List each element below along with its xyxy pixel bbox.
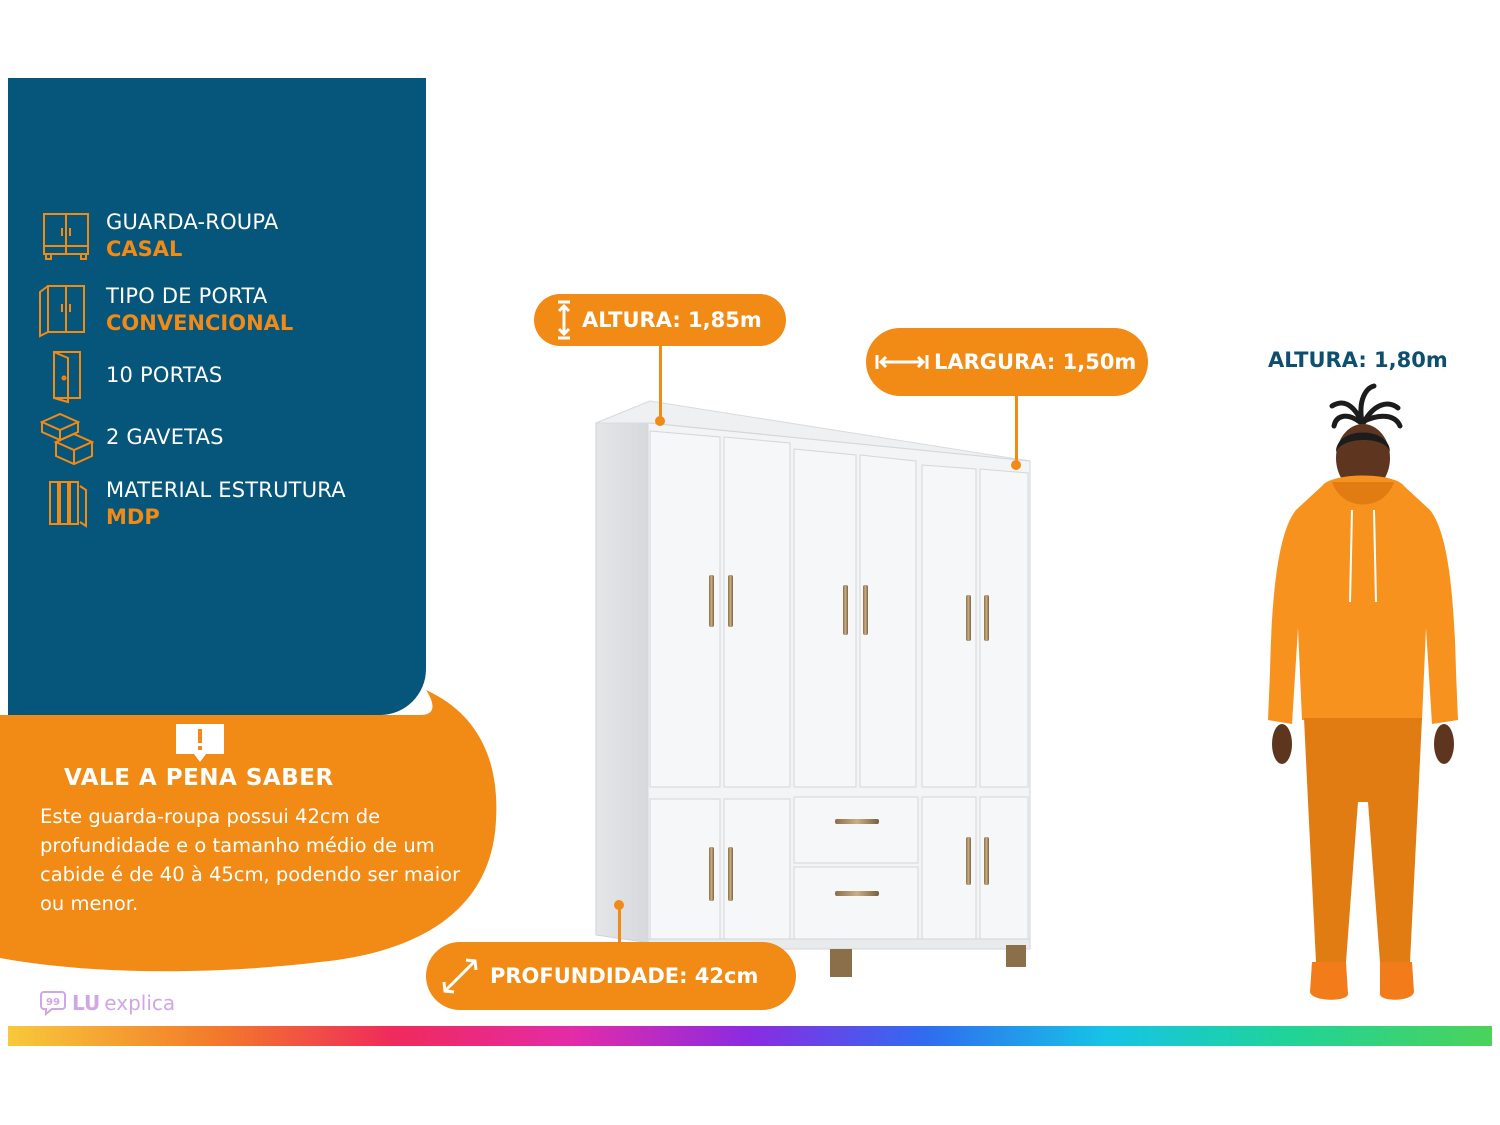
panel-material-icon — [49, 481, 87, 528]
person-height-label: ALTURA: 1,80m — [1268, 348, 1448, 372]
horizontal-arrow-icon — [875, 355, 929, 369]
wardrobe-illustration — [595, 400, 1031, 977]
depth-leader-dot — [614, 900, 624, 910]
width-label: LARGURA: 1,50m — [934, 350, 1137, 374]
door-icon — [53, 351, 81, 404]
spec-title-door-type: TIPO DE PORTA — [106, 284, 268, 308]
info-title: VALE A PENA SABER — [64, 765, 334, 791]
depth-label: PROFUNDIDADE: 42cm — [490, 964, 759, 988]
specs-panel: GUARDA-ROUPA CASAL TIPO DE PORTA CONVENC… — [8, 78, 426, 715]
rainbow-bar — [8, 1026, 1492, 1046]
spec-title-material: MATERIAL ESTRUTURA — [106, 478, 346, 502]
height-label: ALTURA: 1,85m — [582, 308, 762, 332]
width-leader — [1015, 396, 1018, 464]
spec-title-doors: 10 PORTAS — [106, 363, 223, 387]
speech-bubble-icon: 99 — [40, 991, 66, 1016]
wardrobe-icon — [43, 213, 89, 260]
info-blob — [0, 690, 497, 972]
svg-text:99: 99 — [46, 997, 60, 1008]
spec-title-drawers: 2 GAVETAS — [106, 425, 224, 449]
width-leader-dot — [1011, 460, 1021, 470]
depth-leader — [618, 906, 621, 944]
height-leader-dot — [655, 416, 665, 426]
drawers-icon — [39, 412, 94, 466]
diagonal-arrow-icon — [442, 958, 478, 994]
spec-value-material: MDP — [106, 505, 160, 529]
depth-pill: PROFUNDIDADE: 42cm — [426, 942, 796, 1010]
warning-icon — [176, 724, 224, 762]
brand-lu: LU — [72, 991, 101, 1015]
spec-value-door-type: CONVENCIONAL — [106, 311, 294, 335]
door-type-icon — [39, 285, 85, 338]
brand-logo: 99 LU explica — [40, 990, 175, 1016]
vertical-arrow-icon — [557, 300, 571, 340]
info-text: Este guarda-roupa possui 42cm de profund… — [40, 805, 461, 915]
brand-explica: explica — [104, 991, 176, 1015]
spec-title-type: GUARDA-ROUPA — [106, 210, 279, 234]
width-pill: LARGURA: 1,50m — [866, 328, 1148, 396]
person-illustration — [1268, 383, 1458, 1000]
height-pill: ALTURA: 1,85m — [534, 294, 786, 346]
spec-value-type: CASAL — [106, 237, 183, 261]
height-leader — [659, 346, 662, 420]
